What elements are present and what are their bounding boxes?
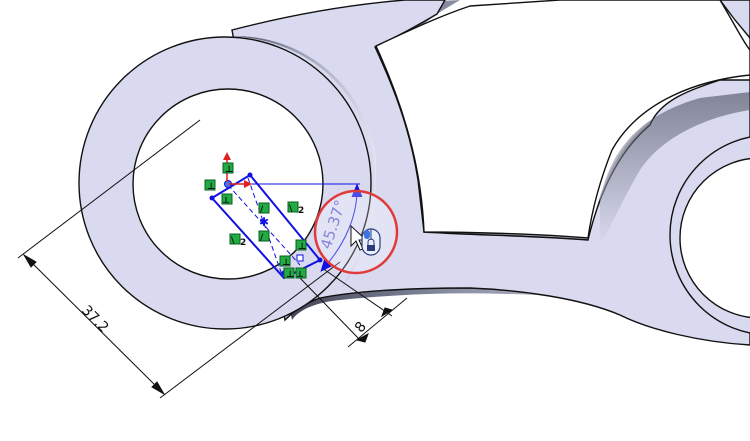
right-boss-hole[interactable] — [679, 157, 750, 319]
svg-text:⟂: ⟂ — [222, 196, 230, 206]
sketch-point[interactable] — [317, 257, 323, 263]
construction-line — [247, 177, 283, 276]
coincident-relation-icon[interactable]: ⟂ — [221, 193, 233, 206]
arrow-head — [381, 307, 394, 318]
svg-text:\: \ — [231, 236, 235, 246]
sketch-point[interactable] — [209, 195, 215, 201]
svg-text:⊥: ⊥ — [286, 270, 294, 280]
midpoint-relation-icon[interactable]: / — [258, 230, 270, 243]
construction-line — [227, 184, 301, 266]
dimension-label-diagonal[interactable]: 37.2 — [78, 302, 111, 335]
perpendicular-relation-icon[interactable]: ⊥ — [204, 179, 216, 192]
svg-text:⊥: ⊥ — [298, 242, 306, 252]
equal-relation-icon[interactable]: \ 2 — [229, 233, 246, 248]
perpendicular-relation-icon[interactable]: ⊥ — [283, 267, 295, 280]
perpendicular-relation-icon[interactable]: ⊥ — [279, 255, 291, 268]
window-cutout[interactable] — [375, 0, 750, 239]
perpendicular-relation-icon[interactable]: ⊥ — [295, 239, 307, 252]
extension-line-4 — [321, 267, 393, 317]
cursor-highlight — [313, 189, 399, 275]
sketch-point[interactable] — [247, 172, 253, 178]
svg-text:\: \ — [289, 204, 293, 214]
dimension-line — [23, 254, 165, 395]
arrow-right-icon — [244, 180, 252, 188]
svg-text:/: / — [260, 233, 264, 243]
perpendicular-relation-icon[interactable]: ⊥ — [222, 162, 234, 175]
arrow-head — [355, 332, 369, 343]
svg-text:⊥: ⊥ — [207, 182, 215, 192]
svg-text:/: / — [260, 205, 264, 215]
part-top-face — [231, 0, 750, 346]
svg-text:⊥: ⊥ — [282, 258, 290, 268]
part-body[interactable] — [78, 0, 750, 346]
equal-relation-icon[interactable]: \ 2 — [287, 201, 304, 216]
relation-icons[interactable]: ⊥ ⊥ ⟂ / / \ 2 \ 2 ⊥ — [204, 162, 307, 280]
sketch-points[interactable]: ✱ — [209, 172, 323, 276]
arrow-head — [22, 253, 37, 268]
arrow-up-icon — [223, 152, 231, 160]
dimension-width[interactable]: 8 — [299, 267, 408, 348]
mouse-with-lock-icon — [361, 228, 381, 256]
svg-text:⊥: ⊥ — [225, 165, 233, 175]
window-wall-shade — [600, 92, 750, 245]
coincident-relation-icon[interactable]: ⟂ — [295, 267, 307, 280]
equal-relation-badge: 2 — [240, 238, 246, 248]
midpoint-relation-icon[interactable]: / — [258, 202, 270, 215]
dimension-line — [347, 297, 408, 348]
sketch-point[interactable] — [296, 254, 304, 262]
equal-relation-badge: 2 — [298, 206, 304, 216]
extension-line-1 — [17, 119, 201, 259]
svg-text:⟂: ⟂ — [296, 270, 304, 280]
center-point-icon[interactable]: ✱ — [259, 215, 269, 229]
extension-line-3 — [299, 277, 361, 341]
extension-line-2 — [159, 261, 341, 399]
arrow-head — [151, 381, 166, 396]
dimension-label-width[interactable]: 8 — [352, 319, 370, 336]
